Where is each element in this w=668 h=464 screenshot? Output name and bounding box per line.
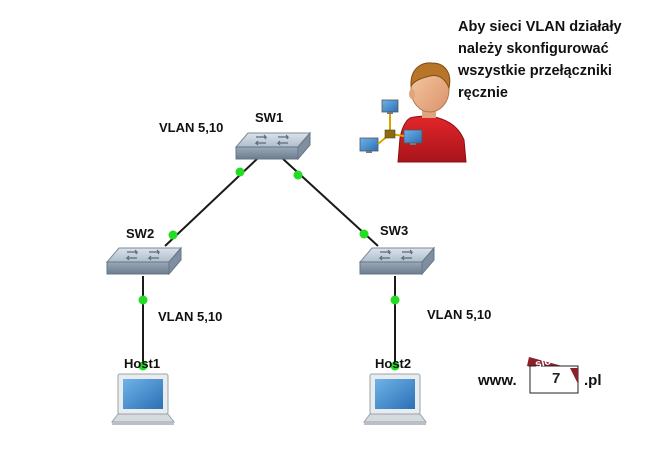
sw2-vlan-label: VLAN 5,10 bbox=[158, 309, 223, 324]
sw3-label: SW3 bbox=[380, 223, 409, 238]
sw1-label: SW1 bbox=[255, 110, 284, 125]
host1-label: Host1 bbox=[124, 356, 161, 371]
logo-number: 7 bbox=[552, 370, 561, 387]
switch-sw3[interactable] bbox=[358, 246, 436, 276]
port-indicator bbox=[168, 230, 178, 240]
sw2-label: SW2 bbox=[126, 226, 155, 241]
host2-laptop-icon[interactable] bbox=[363, 373, 427, 425]
switch-sw1[interactable] bbox=[234, 131, 312, 161]
note-line: ręcznie bbox=[458, 85, 508, 101]
switch-sw2[interactable] bbox=[105, 246, 183, 276]
note-line: wszystkie przełączniki bbox=[458, 63, 612, 79]
brand-suffix: .pl bbox=[584, 372, 602, 389]
sw1-vlan-label: VLAN 5,10 bbox=[159, 120, 224, 135]
host1-laptop-icon[interactable] bbox=[111, 373, 175, 425]
port-indicator bbox=[293, 170, 303, 180]
port-indicator bbox=[138, 361, 148, 371]
port-indicator bbox=[235, 167, 245, 177]
sw3-vlan-label: VLAN 5,10 bbox=[427, 307, 492, 322]
vlan-note: Aby sieci VLAN działały należy skonfigur… bbox=[458, 16, 658, 104]
port-indicator bbox=[359, 229, 369, 239]
note-line: należy skonfigurować bbox=[458, 41, 609, 57]
host2-label: Host2 bbox=[375, 356, 412, 371]
brand-prefix: www. bbox=[478, 372, 517, 389]
slow7-logo bbox=[527, 357, 579, 394]
network-admin-icon bbox=[359, 62, 467, 163]
port-indicator bbox=[390, 295, 400, 305]
port-indicator bbox=[138, 295, 148, 305]
note-line: Aby sieci VLAN działały bbox=[458, 19, 622, 35]
port-indicator bbox=[390, 361, 400, 371]
website-brand: www. .pl bbox=[478, 372, 602, 389]
